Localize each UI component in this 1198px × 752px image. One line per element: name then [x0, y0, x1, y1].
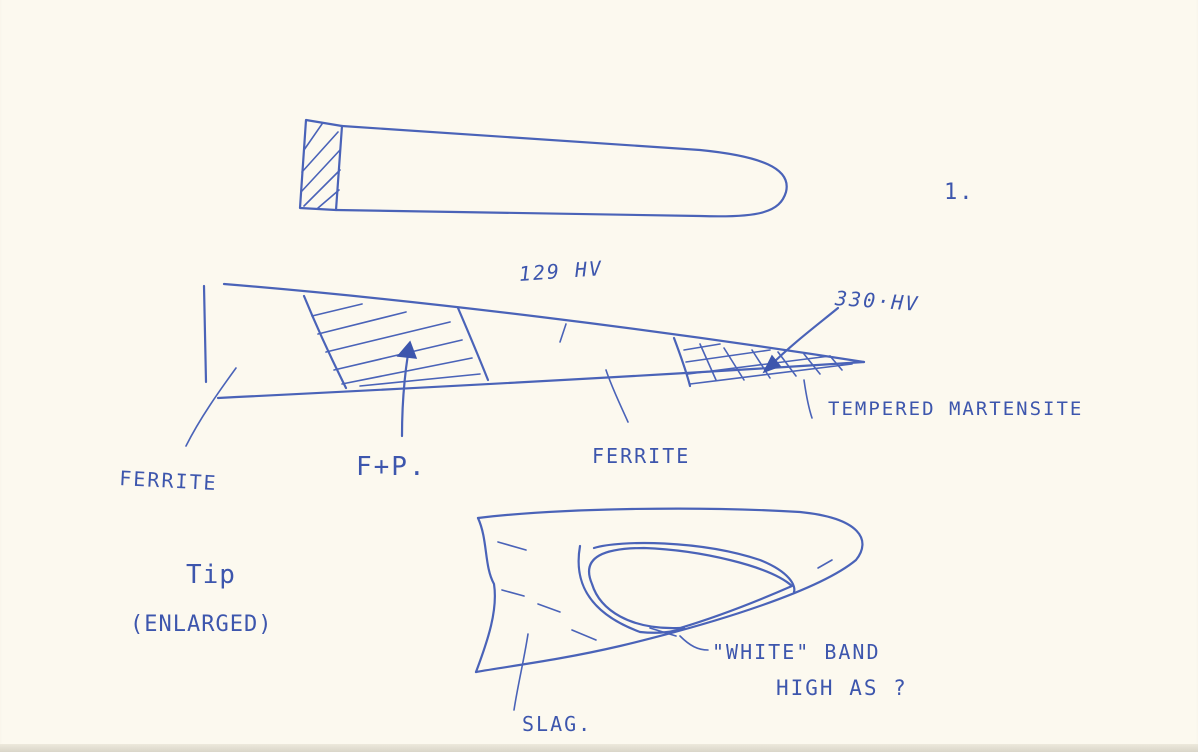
label-slag: SLAG.: [522, 712, 592, 736]
label-tip: Tip: [186, 560, 236, 590]
tool-cross-section: [186, 284, 864, 446]
label-ferrite-right: FERRITE: [592, 444, 690, 468]
label-enlarged: (ENLARGED): [130, 612, 272, 637]
label-ferrite-left: FERRITE: [119, 466, 218, 495]
label-tempered-martensite: TEMPERED MARTENSITE: [828, 398, 1083, 420]
label-ferrite-pearlite: F+P.: [356, 452, 427, 482]
label-white-band: "WHITE" BAND: [712, 640, 881, 664]
tool-side-view: [300, 120, 787, 216]
label-high-as: HIGH AS ?: [776, 676, 908, 700]
figure-number: 1.: [944, 180, 975, 205]
